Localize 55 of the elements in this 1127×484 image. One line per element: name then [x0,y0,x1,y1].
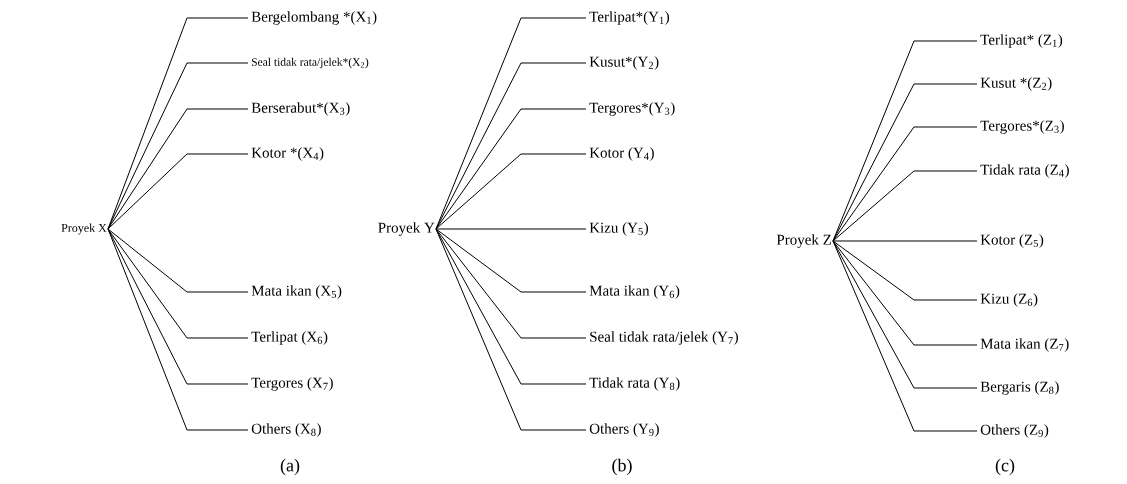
branch-line [832,40,978,242]
category-label: Kizu (Z$_{6}$) [980,293,1038,307]
panel-label: (c) [995,458,1015,476]
branch-line [832,240,978,389]
branch-line [107,17,249,230]
category-label: Bergaris (Z$_{8}$) [980,381,1059,395]
branch-line [832,240,978,346]
branch-line [435,228,587,385]
branch-line [435,17,587,230]
branch-line [107,228,249,293]
category-label: Mata ikan (X$_{5}$) [251,285,342,299]
branch-line [435,108,587,230]
branch-line [107,108,249,230]
category-label: Seal tidak rata/jelek (Y$_{7}$) [590,331,738,345]
root-label: Proyek Y [378,222,435,236]
branch-line [107,62,249,230]
category-label: Tergores (X$_{7}$) [251,377,333,391]
category-label: Berserabut*(X$_{3}$) [251,102,350,116]
category-label: Kusut *(Z$_{2}$) [980,77,1052,91]
category-label: Terlipat* (Z$_{1}$) [980,34,1063,48]
category-label: Mata ikan (Z$_{7}$) [980,338,1069,352]
category-label: Kizu (Y$_{5}$) [589,222,648,236]
category-label: Seal tidak rata/jelek*(X$_{2}$) [252,57,369,69]
category-label: Others (Y$_{9}$) [589,423,659,437]
category-label: Kotor (Z$_{5}$) [980,234,1044,248]
branch-line [832,126,978,242]
category-label: Tidak rata (Y$_{8}$) [589,377,680,391]
branch-line [832,240,978,432]
branch-line [832,240,978,301]
category-label: Bergelombang *(X$_{1}$) [251,11,377,25]
category-label: Tergores*(Y$_{3}$) [589,102,675,116]
branch-line [435,228,587,230]
category-label: Others (Z$_{9}$) [980,424,1049,438]
root-label: Proyek Z [776,234,831,248]
category-label: Kotor *(X$_{4}$) [251,147,324,161]
branch-line [435,228,587,431]
category-label: Terlipat*(Y$_{1}$) [589,11,670,25]
branch-line [107,228,249,339]
category-label: Others (X$_{8}$) [251,423,321,437]
category-label: Mata ikan (Y$_{6}$) [589,285,680,299]
panel-label: (a) [280,458,300,476]
category-label: Kotor (Y$_{4}$) [589,147,654,161]
category-label: Terlipat (X$_{6}$) [251,331,328,345]
branch-line [435,228,587,293]
root-label: Proyek X [61,223,107,235]
branch-line [107,228,249,431]
branch-line [107,153,249,230]
branch-line [832,170,978,242]
branch-line [435,228,587,339]
branch-line [832,240,978,242]
panel-label: (b) [612,458,632,476]
category-label: Kusut*(Y$_{2}$) [589,56,659,70]
category-label: Tidak rata (Z$_{4}$) [980,164,1069,178]
branch-line [435,153,587,230]
category-label: Tergores*(Z$_{3}$) [980,120,1064,134]
